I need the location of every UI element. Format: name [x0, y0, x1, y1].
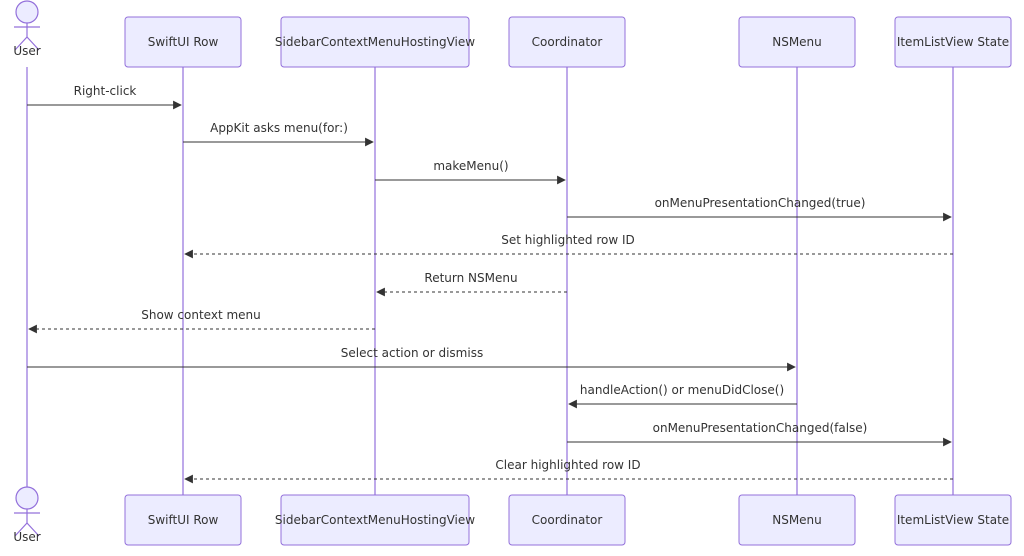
participants-bottom: User SwiftUI Row SidebarContextMenuHosting…	[13, 486, 1012, 546]
message: onMenuPresentationChanged(false)	[567, 421, 952, 447]
participant-coord-top: Coordinator	[508, 16, 626, 68]
participant-state-top: ItemListView State	[894, 16, 1012, 68]
message-label: Return NSMenu	[424, 271, 517, 285]
actor-head-icon	[15, 486, 39, 510]
message: Show context menu	[28, 308, 375, 334]
message-label: Show context menu	[141, 308, 261, 322]
participants-top: User SwiftUI Row SidebarContextMenuHosting…	[13, 0, 1012, 68]
message-label: Clear highlighted row ID	[495, 458, 640, 472]
message: makeMenu()	[375, 159, 566, 185]
participant-label: SwiftUI Row	[148, 35, 219, 49]
participant-box	[738, 494, 856, 546]
participant-label: ItemListView State	[897, 513, 1009, 527]
participant-host-bottom: SidebarContextMenuHostingView	[275, 494, 475, 546]
participant-label: Coordinator	[532, 35, 603, 49]
actor-leg-right	[26, 36, 40, 51]
message: AppKit asks menu(for:)	[183, 121, 374, 147]
message: handleAction() or menuDidClose()	[568, 383, 797, 409]
participant-label: NSMenu	[772, 35, 822, 49]
participant-state-bottom: ItemListView State	[894, 494, 1012, 546]
participant-row-top: SwiftUI Row	[124, 16, 242, 68]
message-label: Select action or dismiss	[341, 346, 483, 360]
participant-box	[124, 494, 242, 546]
message-label: onMenuPresentationChanged(true)	[655, 196, 866, 210]
participant-host-top: SidebarContextMenuHostingView	[275, 16, 475, 68]
participant-box	[894, 494, 1012, 546]
actor-leg-left	[14, 522, 28, 537]
participant-label: ItemListView State	[897, 35, 1009, 49]
participant-box	[124, 16, 242, 68]
message-label: AppKit asks menu(for:)	[210, 121, 348, 135]
message-label: onMenuPresentationChanged(false)	[653, 421, 868, 435]
participant-nsmenu-top: NSMenu	[738, 16, 856, 68]
participant-box	[280, 494, 470, 546]
participant-label: SidebarContextMenuHostingView	[275, 35, 475, 49]
message-label: handleAction() or menuDidClose()	[580, 383, 784, 397]
message-label: makeMenu()	[433, 159, 508, 173]
message: Set highlighted row ID	[184, 233, 953, 259]
actor-bottom: User	[13, 486, 41, 544]
actor-leg-right	[26, 522, 40, 537]
actor-leg-left	[14, 36, 28, 51]
message: Clear highlighted row ID	[184, 458, 953, 484]
participant-label: NSMenu	[772, 513, 822, 527]
participant-row-bottom: SwiftUI Row	[124, 494, 242, 546]
lifelines	[26, 67, 954, 495]
participant-box	[894, 16, 1012, 68]
participant-label: SidebarContextMenuHostingView	[275, 513, 475, 527]
participant-label: Coordinator	[532, 513, 603, 527]
actor-top: User	[13, 0, 41, 58]
message: Return NSMenu	[376, 271, 567, 297]
message: onMenuPresentationChanged(true)	[567, 196, 952, 222]
actor-label: User	[13, 44, 40, 58]
participant-box	[508, 16, 626, 68]
participant-coord-bottom: Coordinator	[508, 494, 626, 546]
message: Select action or dismiss	[27, 346, 796, 372]
message-label: Set highlighted row ID	[501, 233, 635, 247]
actor-label: User	[13, 530, 40, 544]
participant-box	[508, 494, 626, 546]
participant-label: SwiftUI Row	[148, 513, 219, 527]
participant-box	[280, 16, 470, 68]
participant-nsmenu-bottom: NSMenu	[738, 494, 856, 546]
message-label: Right-click	[74, 84, 137, 98]
participant-box	[738, 16, 856, 68]
message: Right-click	[27, 84, 182, 110]
actor-head-icon	[15, 0, 39, 24]
